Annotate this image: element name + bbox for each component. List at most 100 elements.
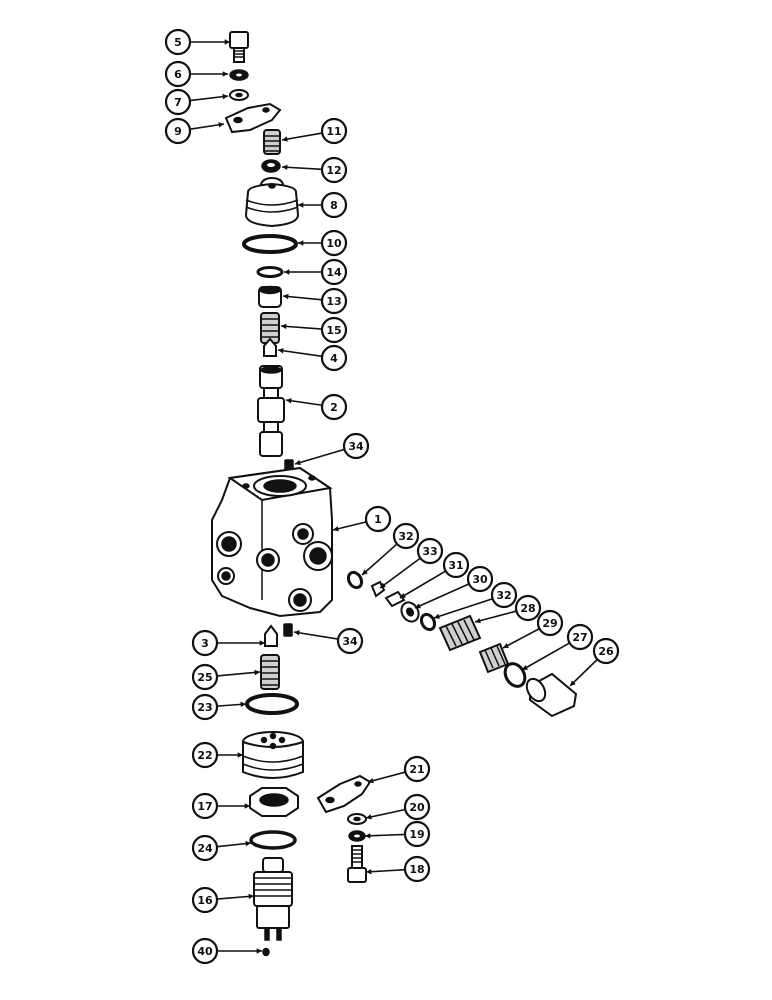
callout-circle bbox=[336, 627, 364, 655]
leader-arrow bbox=[248, 893, 254, 900]
callout-number: 11 bbox=[326, 125, 341, 138]
part-bolt-18 bbox=[347, 845, 367, 883]
leader-arrow bbox=[218, 122, 224, 128]
callout-circle bbox=[191, 886, 219, 914]
part-nut-17 bbox=[249, 787, 299, 817]
leader-arrow bbox=[244, 803, 250, 809]
callout-17: 17 bbox=[191, 792, 219, 820]
callout-circle bbox=[442, 551, 470, 579]
callout-12: 12 bbox=[320, 156, 348, 184]
callout-circle bbox=[320, 316, 348, 344]
callout-circle bbox=[490, 581, 518, 609]
callout-16: 16 bbox=[191, 886, 219, 914]
callout-circle bbox=[191, 792, 219, 820]
leader-line bbox=[293, 631, 339, 640]
callout-3: 3 bbox=[191, 629, 219, 657]
callout-18: 18 bbox=[403, 855, 431, 883]
leader-arrow bbox=[415, 603, 421, 609]
leader-line bbox=[189, 123, 225, 130]
leader-line bbox=[414, 583, 470, 609]
part-ring-32a bbox=[346, 570, 364, 590]
part-pin-31 bbox=[384, 590, 406, 608]
callout-circle bbox=[191, 834, 219, 862]
callout-40: 40 bbox=[191, 937, 219, 965]
leader-line bbox=[365, 808, 406, 819]
callout-9: 9 bbox=[164, 117, 192, 145]
callout-number: 17 bbox=[197, 800, 212, 813]
leader-arrow bbox=[434, 613, 440, 619]
callout-number: 20 bbox=[409, 801, 425, 814]
leader-line bbox=[294, 448, 345, 465]
leader-arrow bbox=[281, 323, 287, 330]
callout-14: 14 bbox=[320, 258, 348, 286]
part-cap-22 bbox=[242, 731, 304, 779]
leader-line bbox=[281, 166, 323, 171]
callout-2: 2 bbox=[320, 393, 348, 421]
leader-line bbox=[569, 658, 598, 687]
callout-31: 31 bbox=[442, 551, 470, 579]
part-ring-32b bbox=[419, 612, 437, 632]
part-spool bbox=[257, 365, 285, 457]
leader-line bbox=[216, 895, 255, 900]
callout-33: 33 bbox=[416, 537, 444, 565]
callout-number: 32 bbox=[398, 530, 413, 543]
callout-number: 5 bbox=[174, 36, 182, 49]
part-retainer-33 bbox=[370, 580, 386, 598]
leader-line bbox=[361, 543, 398, 576]
callout-circle bbox=[320, 258, 348, 286]
part-pin-40 bbox=[262, 947, 270, 957]
leader-line bbox=[474, 610, 517, 623]
callout-27: 27 bbox=[566, 623, 594, 651]
leader-arrow bbox=[522, 664, 528, 670]
callout-34: 34 bbox=[336, 627, 364, 655]
callout-number: 31 bbox=[448, 559, 463, 572]
callout-circle bbox=[536, 609, 564, 637]
leader-arrow bbox=[278, 348, 284, 354]
part-housing-16 bbox=[253, 857, 293, 941]
callout-number: 19 bbox=[409, 828, 424, 841]
leader-arrow bbox=[245, 840, 251, 847]
leader-arrow bbox=[283, 293, 289, 300]
callout-number: 14 bbox=[326, 266, 342, 279]
leader-arrow bbox=[259, 640, 265, 646]
callout-number: 15 bbox=[326, 324, 341, 337]
part-washer-20 bbox=[347, 813, 367, 825]
leader-arrow bbox=[366, 814, 372, 820]
leader-arrow bbox=[298, 240, 304, 246]
callout-1: 1 bbox=[364, 505, 392, 533]
leader-line bbox=[216, 842, 252, 848]
leader-line bbox=[280, 325, 323, 330]
callout-21: 21 bbox=[403, 755, 431, 783]
callout-7: 7 bbox=[164, 88, 192, 116]
callout-circle bbox=[320, 393, 348, 421]
callout-24: 24 bbox=[191, 834, 219, 862]
leader-line bbox=[285, 399, 323, 407]
callout-circle bbox=[403, 755, 431, 783]
part-o-ring-27 bbox=[503, 662, 527, 688]
leader-arrow bbox=[475, 618, 481, 624]
callout-34: 34 bbox=[342, 432, 370, 460]
leader-arrow bbox=[503, 643, 509, 648]
leader-arrow bbox=[362, 569, 368, 575]
part-lock-washer-top bbox=[229, 69, 249, 81]
leader-line bbox=[332, 521, 367, 531]
callout-8: 8 bbox=[320, 191, 348, 219]
leader-line bbox=[189, 95, 229, 102]
callout-circle bbox=[320, 344, 348, 372]
callout-29: 29 bbox=[536, 609, 564, 637]
callout-circle bbox=[191, 937, 219, 965]
leader-arrow bbox=[380, 582, 386, 588]
callout-circle bbox=[592, 637, 620, 665]
leader-arrow bbox=[254, 669, 260, 676]
callout-circle bbox=[164, 28, 192, 56]
leader-line bbox=[282, 295, 323, 301]
leader-line bbox=[365, 868, 406, 873]
part-poppet-28 bbox=[438, 614, 482, 652]
part-nut-upper bbox=[261, 159, 281, 173]
callout-circle bbox=[364, 505, 392, 533]
part-o-ring-24 bbox=[249, 830, 297, 850]
callout-26: 26 bbox=[592, 637, 620, 665]
